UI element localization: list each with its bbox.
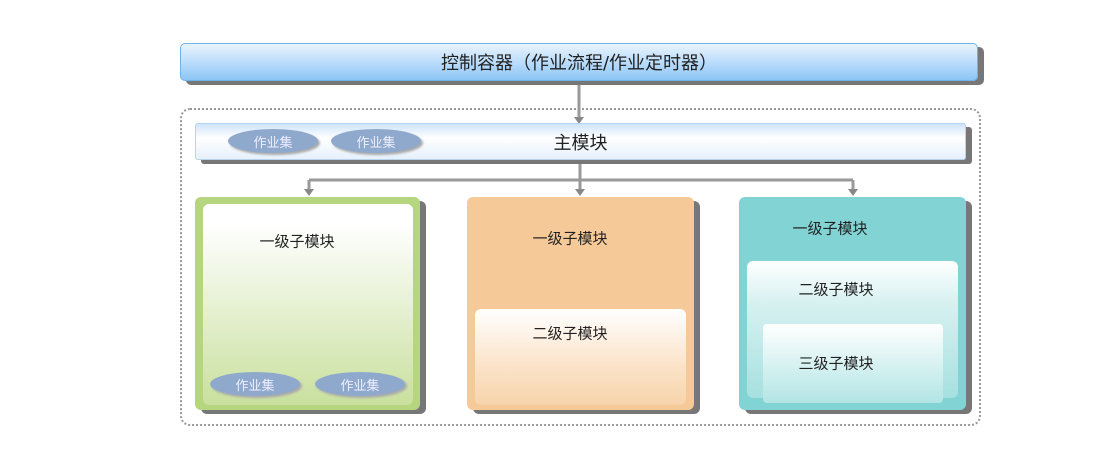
control-container-label: 控制容器（作业流程/作业定时器） bbox=[440, 53, 718, 74]
jobset-label: 作业集 bbox=[340, 378, 380, 394]
second-level-label: 二级子模块 bbox=[532, 324, 608, 343]
second-level-label: 二级子模块 bbox=[798, 280, 874, 299]
arrowhead bbox=[304, 189, 314, 196]
control-container: 控制容器（作业流程/作业定时器） bbox=[180, 43, 978, 81]
jobset-ellipse: 作业集 bbox=[228, 129, 318, 153]
third-level-module bbox=[763, 324, 943, 403]
jobset-ellipse: 作业集 bbox=[210, 372, 300, 396]
jobset-ellipse: 作业集 bbox=[331, 129, 421, 153]
third-level-label: 三级子模块 bbox=[798, 354, 874, 373]
jobset-label: 作业集 bbox=[356, 135, 396, 151]
submodule-green-inner bbox=[203, 204, 413, 405]
jobset-label: 作业集 bbox=[235, 378, 275, 394]
arrowhead bbox=[575, 189, 585, 196]
jobset-ellipse: 作业集 bbox=[315, 372, 405, 396]
second-level-module bbox=[475, 309, 686, 405]
module-frame bbox=[180, 108, 981, 426]
arrowhead bbox=[848, 189, 858, 196]
arrowhead bbox=[574, 117, 584, 124]
main-module-label: 主模块 bbox=[553, 132, 608, 154]
jobset-label: 作业集 bbox=[253, 135, 293, 151]
submodule-label: 一级子模块 bbox=[532, 229, 608, 248]
submodule-label: 一级子模块 bbox=[259, 232, 335, 251]
submodule-label: 一级子模块 bbox=[792, 219, 868, 238]
main-module: 主模块 bbox=[195, 123, 966, 160]
